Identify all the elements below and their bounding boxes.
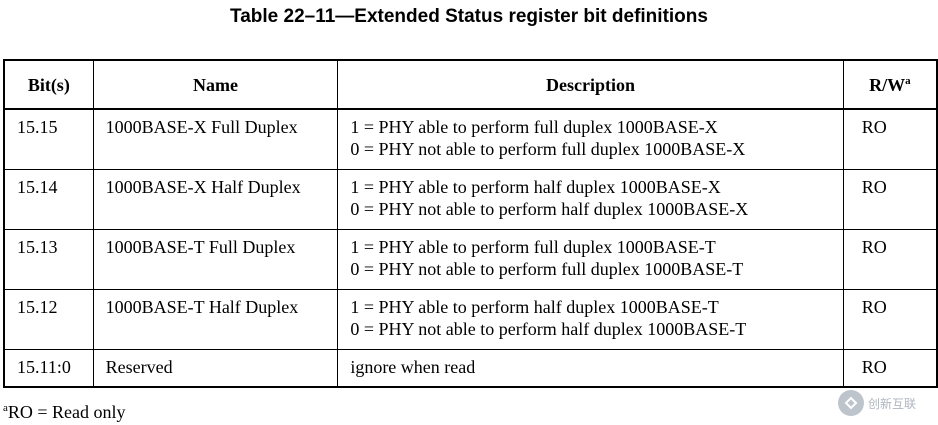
watermark-text: 创新互联: [868, 396, 917, 411]
header-bits: Bit(s): [3, 59, 94, 110]
description-line-1: 1 = PHY able to perform half duplex 1000…: [350, 176, 721, 197]
cell-bits: 15.14: [3, 168, 94, 230]
table-footnote: aRO = Read only: [3, 402, 126, 423]
table-row: 15.14 1000BASE-X Half Duplex 1 = PHY abl…: [3, 168, 938, 230]
cell-rw: RO: [842, 168, 938, 230]
watermark-logo-icon: [838, 390, 864, 416]
table-row: 15.13 1000BASE-T Full Duplex 1 = PHY abl…: [3, 228, 938, 290]
cell-description: 1 = PHY able to perform half duplex 1000…: [337, 288, 844, 350]
cell-description: 1 = PHY able to perform full duplex 1000…: [337, 228, 844, 290]
description-line-1: ignore when read: [350, 356, 476, 377]
description-line-2: 0 = PHY not able to perform half duplex …: [350, 198, 749, 219]
cell-bits: 15.15: [3, 108, 94, 170]
cell-name: 1000BASE-T Half Duplex: [92, 288, 339, 350]
cell-rw: RO: [842, 348, 938, 388]
cell-name: Reserved: [92, 348, 339, 388]
header-description: Description: [337, 59, 844, 110]
header-name: Name: [92, 59, 339, 110]
cell-description: ignore when read: [337, 348, 844, 388]
header-rw: R/Wa: [842, 59, 938, 110]
register-table: Bit(s) Name Description R/Wa 15.15 1000B…: [3, 59, 938, 388]
table-header-row: Bit(s) Name Description R/Wa: [3, 59, 938, 110]
table-row: 15.11:0 Reserved ignore when read RO: [3, 348, 938, 388]
footnote-marker: a: [3, 402, 8, 414]
description-line-1: 1 = PHY able to perform half duplex 1000…: [350, 296, 719, 317]
header-rw-footnote-marker: a: [905, 74, 911, 87]
description-line-2: 0 = PHY not able to perform half duplex …: [350, 318, 747, 339]
table-caption: Table 22–11—Extended Status register bit…: [230, 6, 708, 27]
footnote-text: RO = Read only: [7, 402, 126, 422]
cell-rw: RO: [842, 288, 938, 350]
cell-bits: 15.12: [3, 288, 94, 350]
cell-name: 1000BASE-X Half Duplex: [92, 168, 339, 230]
cell-name: 1000BASE-X Full Duplex: [92, 108, 339, 170]
cell-description: 1 = PHY able to perform full duplex 1000…: [337, 108, 844, 170]
cell-bits: 15.11:0: [3, 348, 94, 388]
watermark: 创新互联: [838, 383, 938, 423]
cell-description: 1 = PHY able to perform half duplex 1000…: [337, 168, 844, 230]
description-line-2: 0 = PHY not able to perform full duplex …: [350, 258, 744, 279]
header-rw-label: R/W: [869, 74, 906, 95]
cell-name: 1000BASE-T Full Duplex: [92, 228, 339, 290]
description-line-2: 0 = PHY not able to perform full duplex …: [350, 139, 746, 159]
cell-bits: 15.13: [3, 228, 94, 290]
cell-rw: RO: [842, 108, 938, 170]
cell-rw: RO: [842, 228, 938, 290]
table-row: 15.12 1000BASE-T Half Duplex 1 = PHY abl…: [3, 288, 938, 350]
description-line-1: 1 = PHY able to perform full duplex 1000…: [350, 117, 718, 137]
table-row: 15.15 1000BASE-X Full Duplex 1 = PHY abl…: [3, 108, 938, 170]
description-line-1: 1 = PHY able to perform full duplex 1000…: [350, 236, 716, 257]
